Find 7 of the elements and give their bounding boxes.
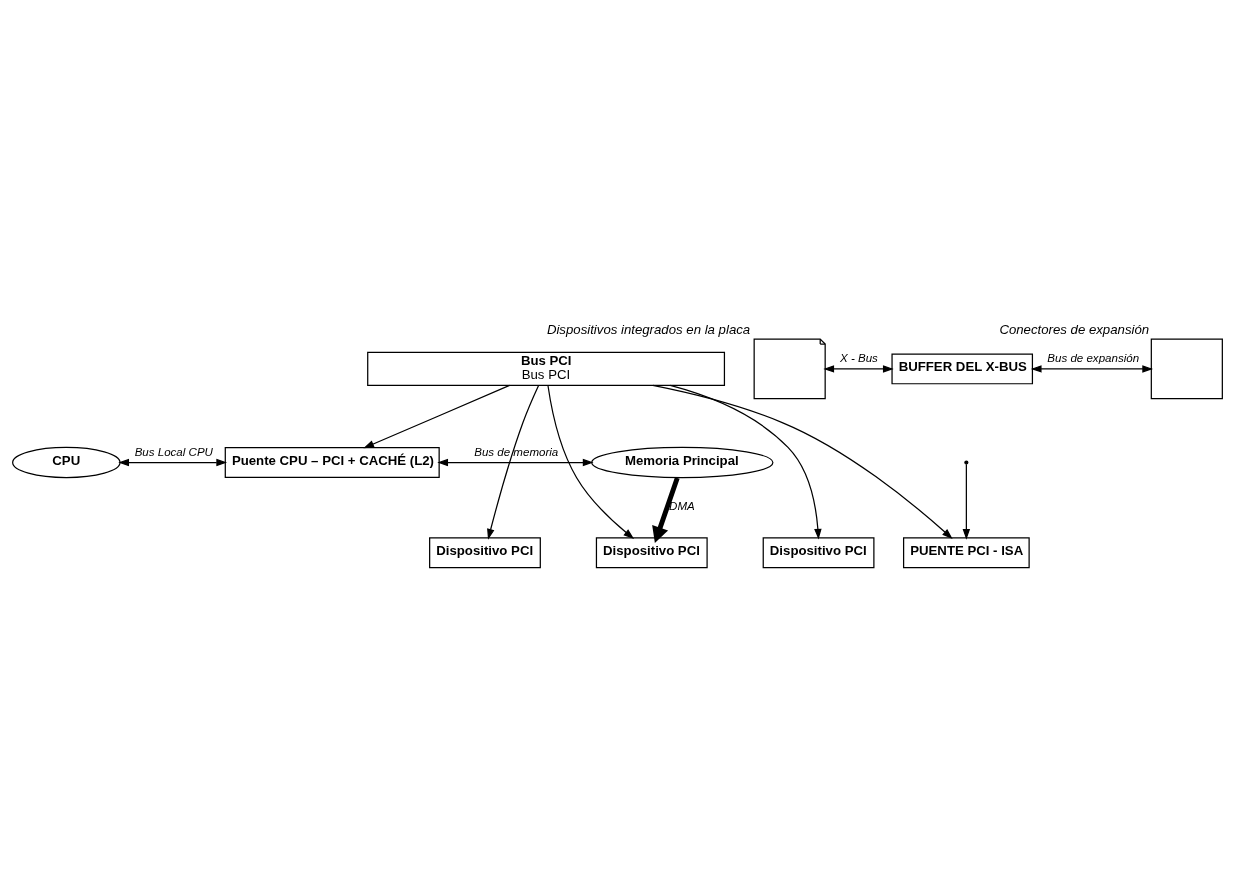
edge-label: Bus Local CPU (134, 446, 213, 459)
edge-label: Bus de memoria (474, 446, 559, 459)
edge-label: Bus de expansión (1047, 352, 1140, 365)
node-label: Conectores de expansión (999, 322, 1150, 338)
edge-label: X - Bus (840, 352, 878, 365)
edge-label: DMA (669, 500, 695, 513)
node-label: Dispositivos integrados en la placa (546, 322, 751, 338)
